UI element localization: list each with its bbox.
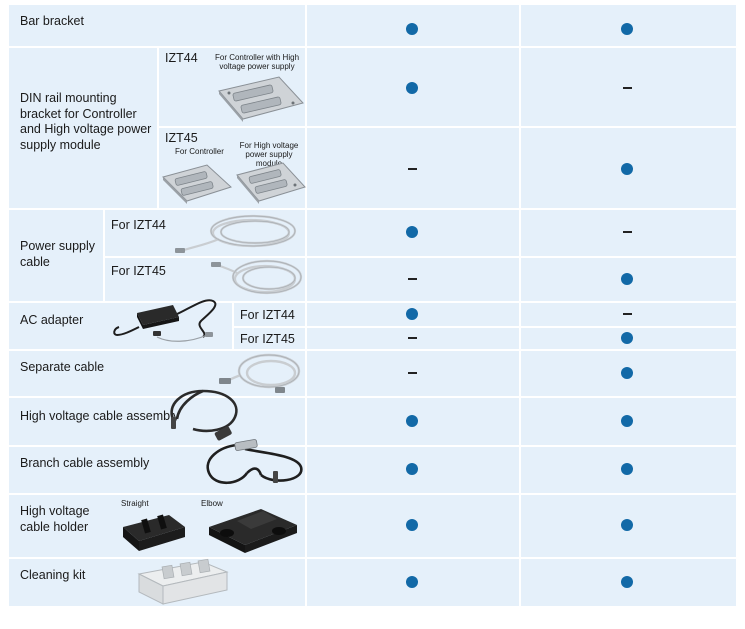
row-label-bar-bracket: Bar bracket [20, 14, 84, 28]
cable-assembly-photo [206, 439, 303, 485]
row-label-cleaning-kit: Cleaning kit [20, 568, 86, 582]
model-label-izt45: IZT45 [165, 131, 198, 145]
cable-holder-photo [123, 514, 185, 551]
column-divider [232, 301, 234, 349]
not-available-dash [622, 231, 632, 233]
row-label-branch-cable: Branch cable assembly [20, 456, 150, 470]
sub-label-izt45: For IZT45 [240, 332, 295, 346]
bracket-photo [162, 164, 232, 204]
row-label-separate-cable: Separate cable [20, 360, 105, 374]
caption-izt45-controller: For Controller [175, 147, 224, 156]
column-divider [103, 208, 105, 301]
row-label-power-supply-cable: Power supply cable [20, 239, 96, 269]
column-divider [157, 46, 159, 208]
bracket-photo [236, 162, 306, 204]
availability-dot [621, 163, 633, 175]
availability-dot [621, 415, 633, 427]
row-label-ac-adapter: AC adapter [20, 313, 84, 327]
availability-dot [406, 82, 418, 94]
accessory-table: Bar bracket DIN rail mounting bracket fo… [9, 5, 736, 606]
row-label-din-rail-bracket: DIN rail mounting bracket for Controller… [20, 91, 152, 152]
ac-adapter-photo [113, 299, 217, 342]
cleaning-kit-photo [137, 558, 229, 605]
sub-label-izt44: For IZT44 [240, 308, 295, 322]
column-divider [305, 5, 307, 606]
availability-dot [406, 226, 418, 238]
sub-label-izt45: For IZT45 [111, 264, 166, 278]
cable-coil-photo [175, 214, 297, 253]
row-divider [9, 349, 736, 351]
caption-izt44-bracket: For Controller with High voltage power s… [214, 53, 300, 71]
availability-dot [621, 576, 633, 588]
bracket-photo [218, 76, 304, 122]
row-divider [9, 301, 736, 303]
row-divider [9, 208, 736, 210]
availability-dot [621, 23, 633, 35]
row-divider [9, 396, 736, 398]
caption-straight: Straight [121, 499, 149, 508]
availability-dot [406, 463, 418, 475]
caption-elbow: Elbow [201, 499, 223, 508]
availability-dot [621, 273, 633, 285]
cable-coil-photo [219, 353, 301, 393]
model-label-izt44: IZT44 [165, 51, 198, 65]
row-divider [157, 126, 736, 128]
column-divider [519, 5, 521, 606]
availability-dot [406, 23, 418, 35]
row-divider [9, 557, 736, 559]
row-divider [9, 46, 736, 48]
row-divider [232, 326, 736, 328]
availability-dot [621, 367, 633, 379]
row-divider [103, 256, 736, 258]
availability-dot [621, 519, 633, 531]
availability-dot [406, 519, 418, 531]
not-available-dash [407, 168, 417, 170]
availability-dot [621, 463, 633, 475]
availability-dot [406, 576, 418, 588]
sub-label-izt44: For IZT44 [111, 218, 166, 232]
not-available-dash [407, 278, 417, 280]
row-divider [9, 445, 736, 447]
availability-dot [406, 415, 418, 427]
not-available-dash [407, 372, 417, 374]
availability-dot [621, 332, 633, 344]
not-available-dash [622, 87, 632, 89]
cable-assembly-photo [170, 389, 238, 441]
row-label-hv-cable-assembly: High voltage cable assembly [20, 409, 180, 423]
row-label-hv-cable-holder: High voltage cable holder [20, 504, 90, 534]
availability-dot [406, 308, 418, 320]
not-available-dash [622, 313, 632, 315]
cable-holder-photo [209, 509, 297, 553]
caption-izt45-hv-module: For High voltage power supply module [239, 141, 299, 168]
cable-coil-photo [211, 259, 303, 295]
row-divider [9, 493, 736, 495]
not-available-dash [407, 337, 417, 339]
